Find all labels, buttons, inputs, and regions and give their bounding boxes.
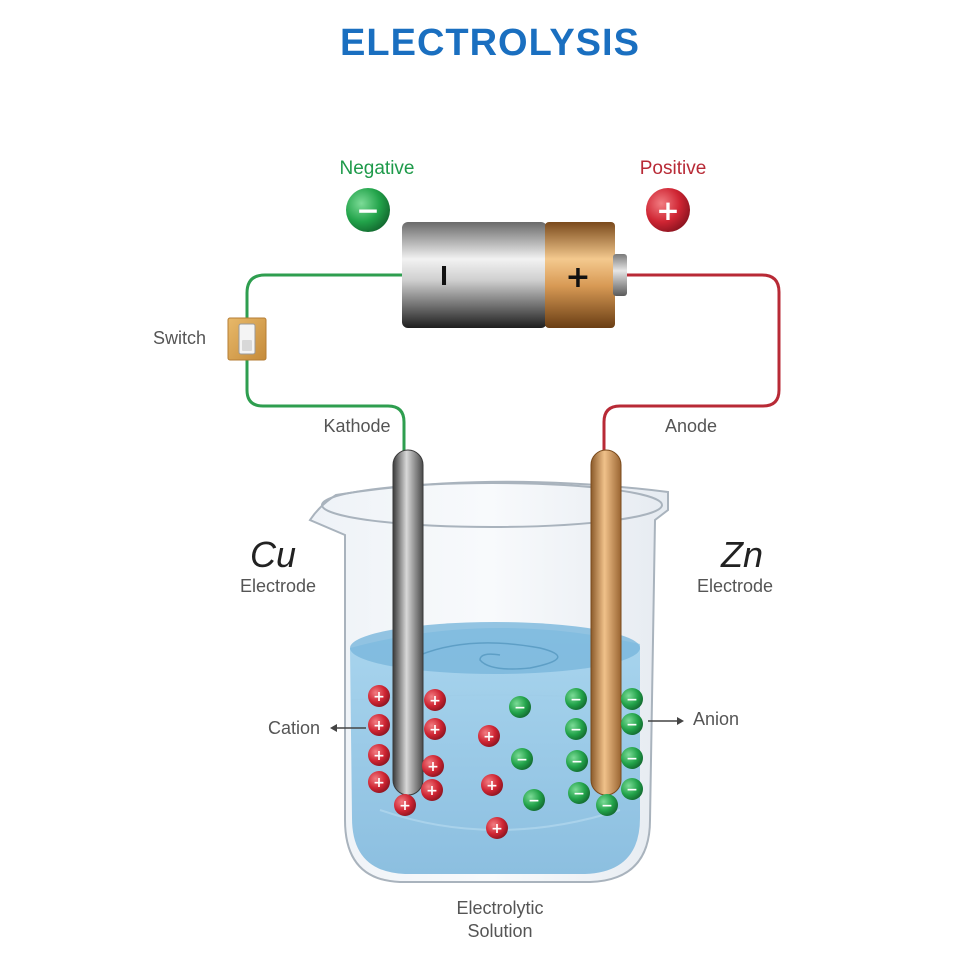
cation-icon: + bbox=[368, 744, 390, 766]
switch-label: Switch bbox=[153, 328, 206, 348]
arrow-left-icon bbox=[330, 724, 366, 732]
cation-icon: + bbox=[368, 685, 390, 707]
arrow-right-icon bbox=[648, 717, 684, 725]
anion-icon: − bbox=[621, 747, 643, 769]
cation-icon: + bbox=[481, 774, 503, 796]
page-title: ELECTROLYSIS bbox=[340, 22, 640, 64]
switch-icon[interactable] bbox=[227, 317, 267, 361]
anion-icon: − bbox=[565, 688, 587, 710]
negative-terminal-sign: − bbox=[356, 194, 379, 227]
battery-icon: I + bbox=[402, 222, 627, 328]
anion-icon: − bbox=[509, 696, 531, 718]
anion-sign: − bbox=[516, 752, 528, 768]
anion-icon: − bbox=[621, 778, 643, 800]
cation-icon: + bbox=[368, 771, 390, 793]
cu-electrode-label: Electrode bbox=[240, 576, 316, 596]
cation-sign: + bbox=[373, 689, 385, 705]
cation-label: Cation bbox=[268, 718, 320, 738]
anode-label: Anode bbox=[665, 416, 717, 436]
cu-symbol: Cu bbox=[250, 534, 296, 575]
zn-electrode-label: Electrode bbox=[697, 576, 773, 596]
positive-terminal-icon: + bbox=[646, 188, 690, 232]
anion-sign: − bbox=[570, 692, 582, 708]
anion-sign: − bbox=[626, 782, 638, 798]
positive-label: Positive bbox=[640, 158, 707, 179]
solution-label-line1: Electrolytic bbox=[456, 898, 543, 918]
negative-label: Negative bbox=[340, 158, 415, 179]
anion-label: Anion bbox=[693, 709, 739, 729]
battery-positive-mark: + bbox=[565, 260, 590, 295]
cation-icon: + bbox=[478, 725, 500, 747]
cation-sign: + bbox=[429, 722, 441, 738]
cation-icon: + bbox=[422, 755, 444, 777]
negative-wire bbox=[245, 273, 406, 452]
cation-sign: + bbox=[429, 693, 441, 709]
cation-sign: + bbox=[483, 729, 495, 745]
cation-icon: + bbox=[424, 689, 446, 711]
anion-sign: − bbox=[573, 786, 585, 802]
anion-icon: − bbox=[523, 789, 545, 811]
anion-sign: − bbox=[626, 717, 638, 733]
anion-icon: − bbox=[621, 713, 643, 735]
cation-icon: + bbox=[421, 779, 443, 801]
anion-icon: − bbox=[566, 750, 588, 772]
anion-sign: − bbox=[570, 722, 582, 738]
anion-icon: − bbox=[565, 718, 587, 740]
cation-icon: + bbox=[368, 714, 390, 736]
cation-icon: + bbox=[394, 794, 416, 816]
kathode-label: Kathode bbox=[323, 416, 390, 436]
cation-sign: + bbox=[427, 759, 439, 775]
anode-rod bbox=[590, 449, 622, 796]
cation-sign: + bbox=[373, 718, 385, 734]
cation-sign: + bbox=[486, 778, 498, 794]
anion-sign: − bbox=[626, 692, 638, 708]
cation-sign: + bbox=[426, 783, 438, 799]
zn-symbol: Zn bbox=[720, 534, 763, 575]
cation-sign: + bbox=[373, 748, 385, 764]
cation-icon: + bbox=[424, 718, 446, 740]
anion-icon: − bbox=[621, 688, 643, 710]
cation-sign: + bbox=[399, 798, 411, 814]
cation-sign: + bbox=[373, 775, 385, 791]
cathode-rod bbox=[392, 449, 424, 796]
anion-sign: − bbox=[514, 700, 526, 716]
battery-negative-mark: I bbox=[440, 260, 448, 291]
anion-sign: − bbox=[626, 751, 638, 767]
anion-icon: − bbox=[568, 782, 590, 804]
ions-group: ++++++++++++−−−−−−−−−−−− bbox=[368, 685, 643, 839]
anion-sign: − bbox=[601, 798, 613, 814]
anion-icon: − bbox=[511, 748, 533, 770]
cation-sign: + bbox=[491, 821, 503, 837]
anion-sign: − bbox=[528, 793, 540, 809]
solution-label-line2: Solution bbox=[467, 921, 532, 941]
anion-icon: − bbox=[596, 794, 618, 816]
positive-wire bbox=[602, 273, 781, 452]
anion-sign: − bbox=[571, 754, 583, 770]
positive-terminal-sign: + bbox=[656, 194, 679, 227]
negative-terminal-icon: − bbox=[346, 188, 390, 232]
cation-icon: + bbox=[486, 817, 508, 839]
